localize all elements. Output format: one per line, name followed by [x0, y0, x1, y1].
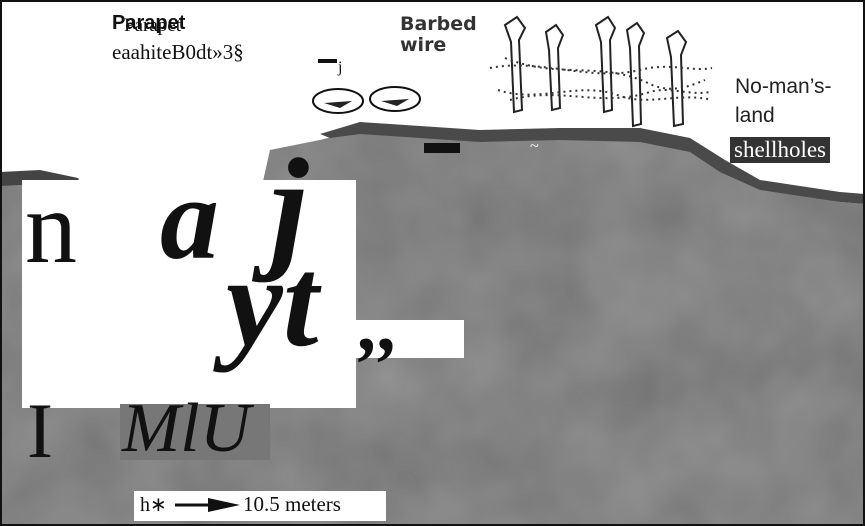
measure-label: 10.5 meters: [243, 492, 341, 517]
